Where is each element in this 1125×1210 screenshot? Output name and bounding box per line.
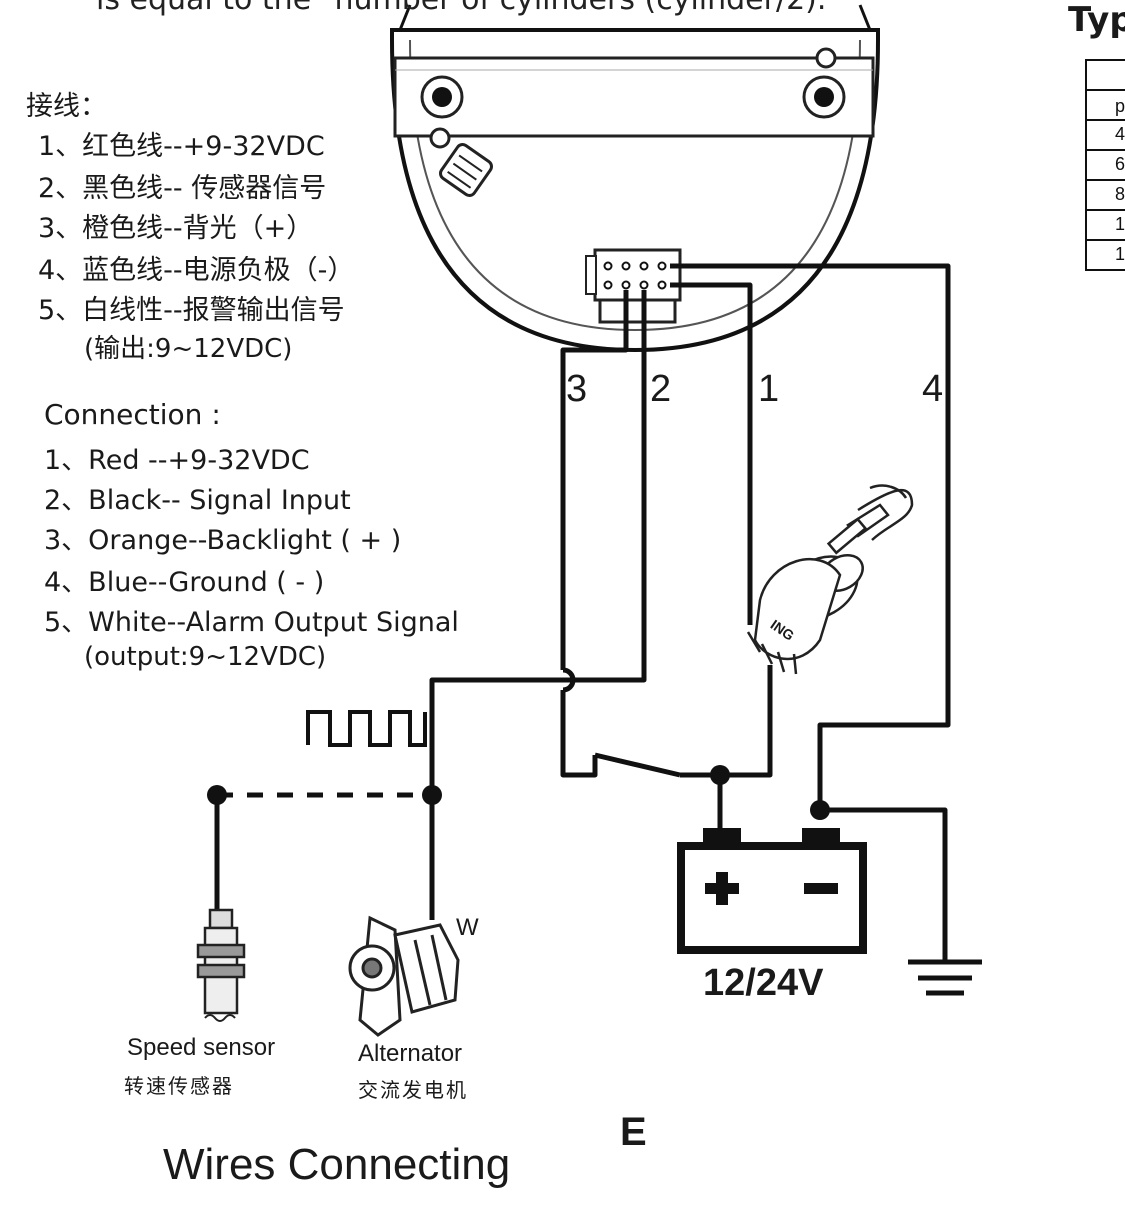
- junction-dot: [710, 765, 730, 785]
- alternator-label: Alternator: [358, 1040, 463, 1067]
- small-screw-left: [429, 127, 451, 149]
- wire-2: [429, 290, 647, 920]
- wire-1: [670, 282, 753, 625]
- english-connection-note: (output:9~12VDC): [84, 642, 327, 672]
- type-table-cell: 8: [1115, 184, 1125, 204]
- chinese-connection-title: 接线：: [26, 91, 107, 122]
- figure-caption: Wires Connecting: [163, 1140, 511, 1189]
- wire-3-lower: [560, 690, 598, 778]
- type-table-cell: 1: [1115, 244, 1125, 264]
- chinese-connection-item: 4、蓝色线--电源负极（-）: [38, 255, 355, 286]
- wire-connector: [585, 248, 682, 324]
- english-connection-item: 4、Blue--Ground ( - ): [44, 567, 325, 598]
- type-table-cell: 6: [1115, 154, 1125, 174]
- type-table-cell: 4: [1115, 124, 1125, 144]
- mounting-screw-right: [802, 75, 846, 119]
- battery-voltage: 12/24V: [703, 962, 824, 1004]
- switch-blade: [594, 752, 681, 778]
- square-wave-icon: [306, 710, 427, 747]
- speed-sensor-label: Speed sensor: [127, 1034, 276, 1061]
- wire-1-lower: [720, 665, 773, 778]
- english-connection-item: 3、Orange--Backlight ( + ): [44, 525, 402, 556]
- alternator-icon: [348, 915, 460, 1037]
- english-connection-item: 1、Red --+9-32VDC: [44, 445, 310, 476]
- ground-wire: [820, 807, 948, 960]
- wire-4: [670, 263, 951, 810]
- junction-dot: [422, 785, 442, 805]
- wire-number-2: 2: [650, 368, 672, 410]
- junction-dot: [810, 800, 830, 820]
- chinese-connection-item: 2、黑色线-- 传感器信号: [38, 173, 327, 204]
- chinese-connection-item: 1、红色线--+9-32VDC: [38, 131, 325, 162]
- alternator-terminal-label: W: [456, 914, 479, 941]
- gauge-body: [390, 4, 880, 353]
- alternator-label-cn: 交流发电机: [358, 1078, 468, 1102]
- header-cut-text: is equal to the "number of cylinders (cy…: [96, 0, 826, 17]
- english-connection-title: Connection :: [44, 398, 221, 431]
- mounting-screw-left: [420, 75, 464, 119]
- wire-number-4: 4: [922, 368, 944, 410]
- chinese-connection-item: 5、白线性--报警输出信号: [38, 295, 345, 326]
- figure-letter: E: [620, 1110, 647, 1154]
- wire-3: [560, 290, 629, 670]
- junction-dot: [207, 785, 227, 805]
- speed-sensor-label-cn: 转速传感器: [124, 1074, 234, 1098]
- ground-icon: [908, 959, 982, 996]
- english-connection-item: 2、Black-- Signal Input: [44, 485, 351, 516]
- small-screw-top-right: [815, 47, 837, 69]
- type-table-cell: p: [1115, 96, 1125, 116]
- english-connection-item: 5、White--Alarm Output Signal: [44, 607, 459, 638]
- chinese-connection-note: (输出:9~12VDC): [84, 334, 293, 364]
- type-table: [1085, 59, 1125, 271]
- type-table-heading: Typ: [1068, 0, 1125, 40]
- wire-number-3: 3: [566, 368, 588, 410]
- chinese-connection-item: 3、橙色线--背光（+）: [38, 213, 314, 244]
- wire-number-1: 1: [758, 368, 780, 410]
- type-table-cell: 1: [1115, 214, 1125, 234]
- sensor-button-icon: [439, 143, 493, 197]
- speed-sensor-icon: [196, 908, 246, 1022]
- battery-icon: [677, 828, 867, 954]
- ignition-switch-icon: [746, 484, 914, 675]
